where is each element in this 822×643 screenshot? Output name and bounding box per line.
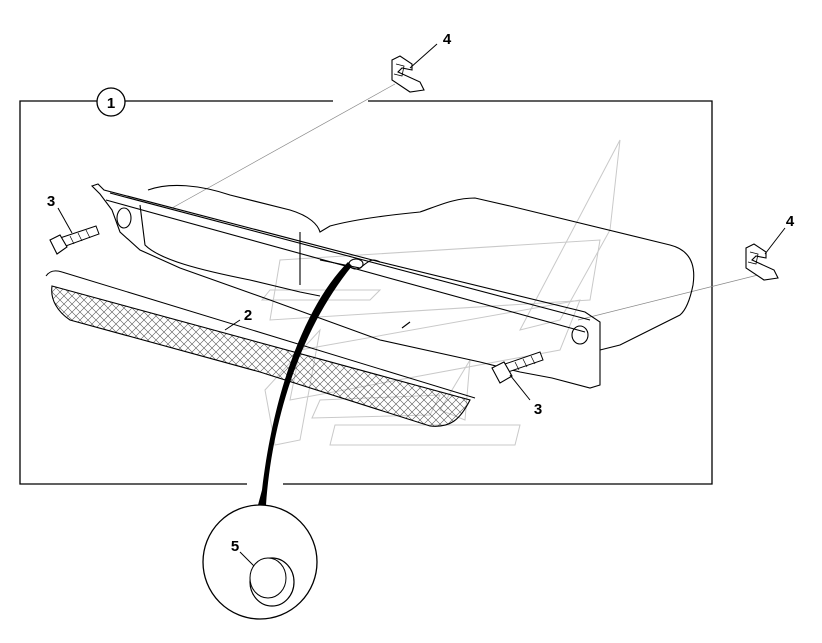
callout-circle-1	[96, 87, 126, 117]
trim-panel	[90, 183, 695, 389]
callout-3-right: 3	[534, 401, 542, 418]
callout-leader-5	[239, 551, 255, 567]
clip-top	[391, 55, 425, 93]
callout-leader-4-right	[764, 227, 786, 255]
callout-4-top: 4	[443, 31, 452, 48]
callout-leader-3-left	[57, 207, 73, 234]
assembly-frame	[19, 100, 713, 485]
plug-cap	[249, 557, 295, 607]
callout-1: 1	[107, 95, 115, 112]
callout-leader-4-top	[409, 43, 438, 69]
callout-4-right: 4	[786, 213, 795, 230]
screw-left	[49, 225, 100, 255]
panel-hole-right	[571, 325, 589, 345]
callout-5: 5	[231, 538, 239, 555]
detail-leader	[258, 262, 352, 505]
callout-3-left: 3	[47, 193, 55, 210]
screw-right	[491, 351, 544, 384]
callout-leader-3-right	[509, 374, 531, 401]
leader-line-clip-top	[171, 83, 396, 209]
detail-view-circle	[202, 504, 318, 620]
leader-line-clip-right	[577, 274, 759, 321]
clip-right	[745, 243, 779, 281]
mesh-grille	[45, 270, 476, 427]
callout-2: 2	[244, 307, 252, 324]
panel-hole-left	[116, 207, 132, 229]
callout-leader-2	[224, 319, 241, 331]
